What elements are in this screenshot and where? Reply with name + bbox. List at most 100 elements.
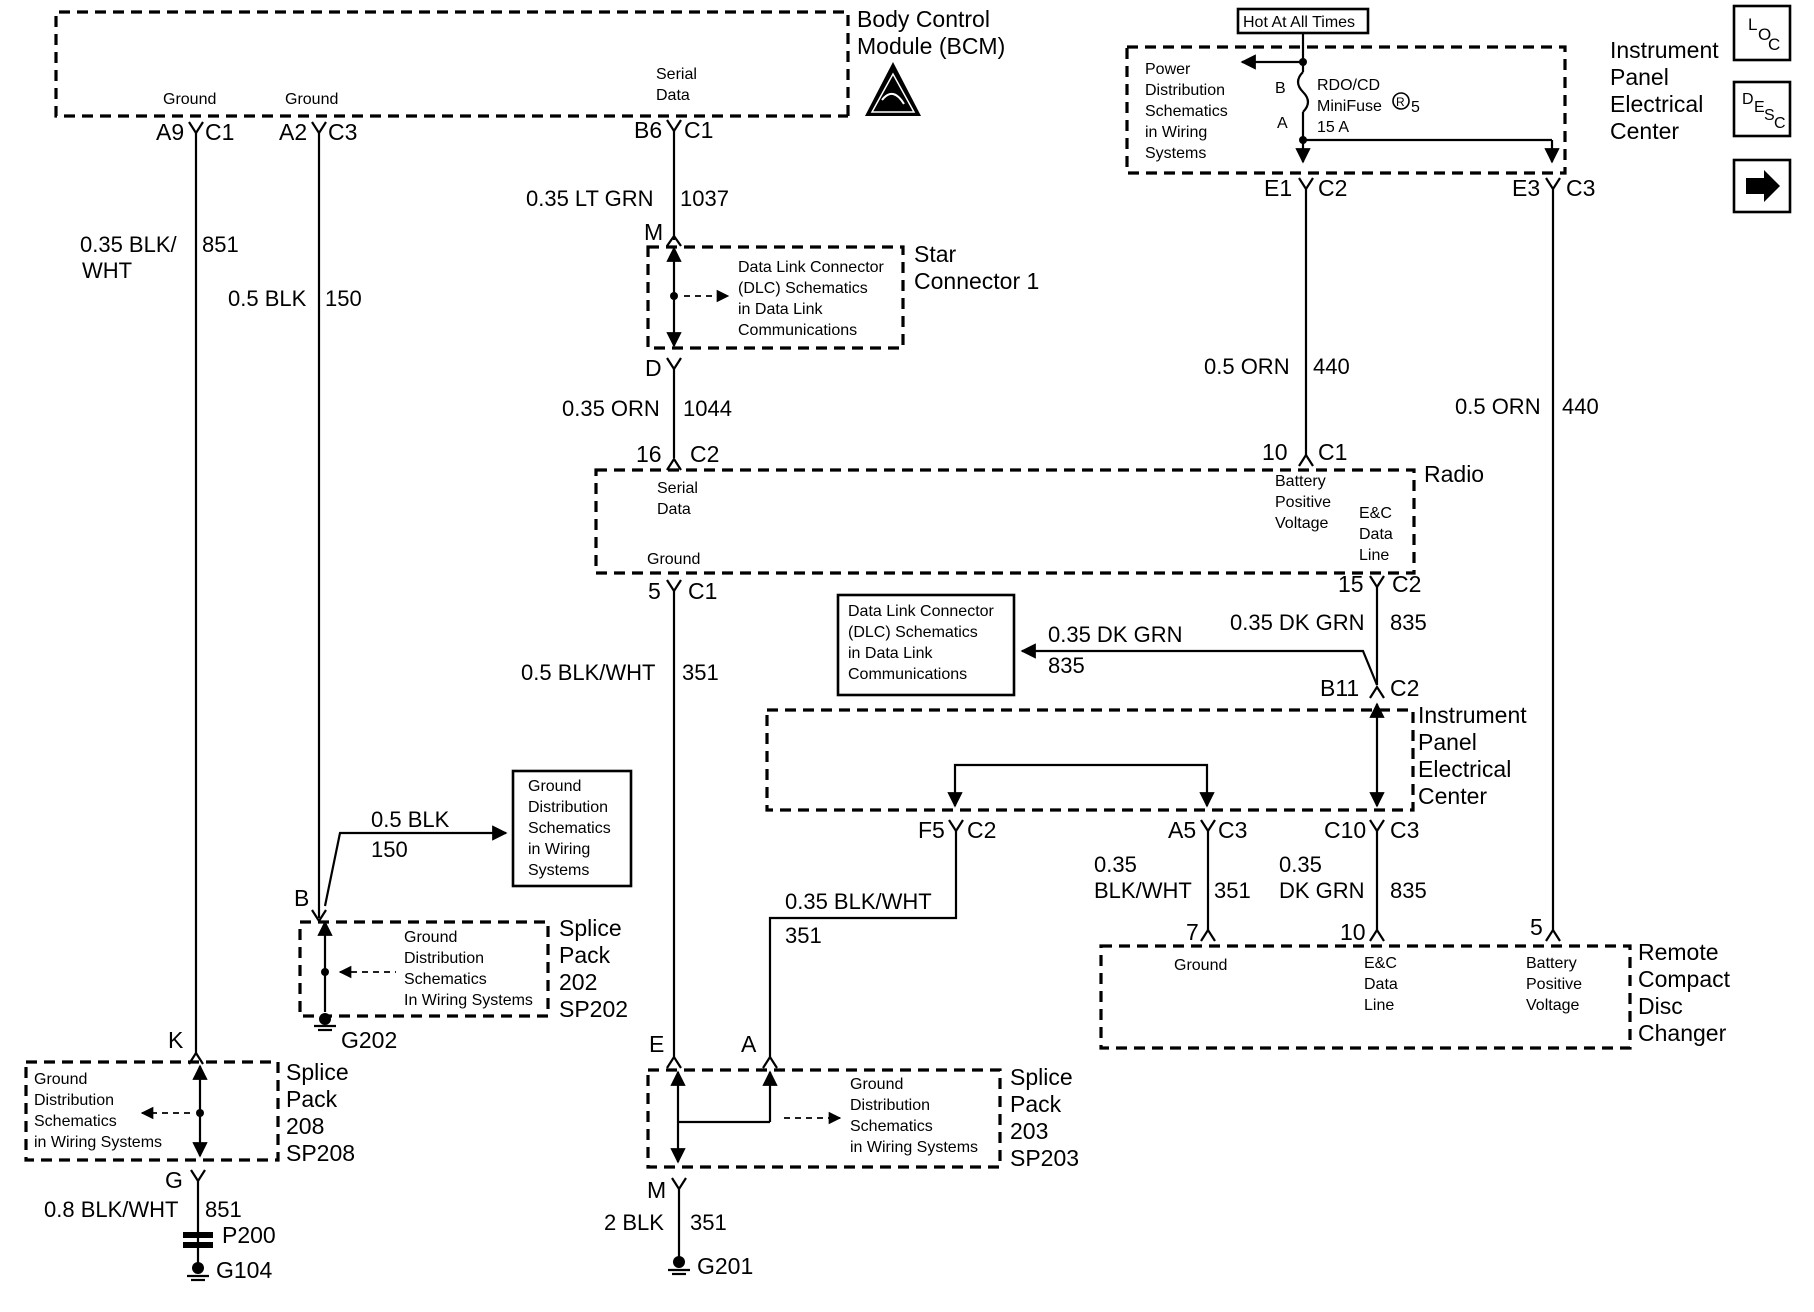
ipec-pin-b11: B11 [1320,675,1359,701]
bcm-ground-1: Ground [163,91,216,108]
fuse-name-1: RDO/CD [1317,77,1380,94]
circuit-440: 0.5 ORN 440 0.5 ORN 440 [1204,189,1599,930]
sp202-title-1: Splice [559,915,622,941]
loc-letter-l: L [1748,15,1757,34]
rcd-title-1: Remote [1638,939,1719,965]
radio-ground: Ground [647,551,700,568]
radio-serial-1: Serial [657,480,698,497]
description-button[interactable]: D E S C [1732,80,1792,138]
ipec-junction: B11 C2 Instrument Panel Electrical Cente… [765,675,1527,843]
star-ref-4: Communications [738,322,857,339]
ipec-conn-b11: C2 [1390,675,1419,701]
ipec-fuse-block: Hot At All Times Instrument Panel Electr… [1125,7,1719,201]
radio-bpv-2: Positive [1275,494,1331,511]
star-ref-2: (DLC) Schematics [738,280,868,297]
ipec-mid-title-1: Instrument [1418,702,1527,728]
wire-351a5-color-2: BLK/WHT [1094,878,1192,903]
fuse-icon [1296,71,1310,113]
sp203-pin-m: M [647,1177,666,1203]
rcd-ec-1: E&C [1364,955,1397,972]
gnd-ref-2: Distribution [528,799,608,816]
sp208-title-3: 208 [286,1113,324,1139]
radio-bpv-1: Battery [1275,473,1326,490]
ipec-mid-title-4: Center [1418,783,1487,809]
sp203-title-2: Pack [1010,1091,1062,1117]
circuit-851: 0.35 BLK/ WHT 851 [80,133,239,1055]
rcd-title-2: Compact [1638,966,1731,992]
wire-440b-circuit: 440 [1562,394,1599,419]
ipec-pin-e3: E3 [1512,175,1540,201]
wire-835-top-color: 0.35 DK GRN [1230,610,1365,635]
ipec-conn-e3: C3 [1566,175,1595,201]
sp203-ref-4: in Wiring Systems [850,1139,978,1156]
ipec-pin-f5: F5 [918,817,945,843]
sp208-title-4: SP208 [286,1140,355,1166]
dlc-reference: Data Link Connector (DLC) Schematics in … [836,593,1016,697]
radio-conn-15: C2 [1392,571,1421,597]
rcd-pin-10: 10 [1340,919,1366,945]
star-pin-d: D [645,355,662,381]
terminal-a9 [188,121,204,136]
radio-module: Radio 16 C2 Serial Data Ground 5 C1 10 C… [594,439,1484,604]
radio-ec-3: Line [1359,547,1389,564]
sp208-ref-2: Distribution [34,1092,114,1109]
fuse-pin-a: A [1277,115,1288,132]
rcd-bpv-1: Battery [1526,955,1577,972]
circuit-351: 0.5 BLK/WHT 351 [521,591,719,1058]
splice-pack-203: E A Ground Distribution Schematics in Wi… [604,1031,1079,1279]
fuse-rating: 15 A [1317,119,1349,136]
pin-a2: A2 [279,119,307,145]
desc-letter-d: D [1742,91,1754,108]
conn-b6: C1 [684,117,713,143]
bcm-module: Body Control Module (BCM) Ground Ground … [54,6,1005,145]
radio-ec-1: E&C [1359,505,1392,522]
loc-letter-c: C [1768,35,1780,54]
sp208-title-2: Pack [286,1086,338,1112]
next-page-button[interactable] [1732,158,1792,214]
ground-distribution-ref: Ground Distribution Schematics in Wiring… [511,769,633,888]
desc-letter-c: C [1774,115,1786,132]
connector-p200-icon [183,1232,213,1248]
hot-at-all-times: Hot At All Times [1243,14,1355,31]
sp203-ref-2: Distribution [850,1097,930,1114]
sp208-ref-3: Schematics [34,1113,117,1130]
gnd-ref-3: Schematics [528,820,611,837]
ipec-top-title-3: Electrical [1610,91,1703,117]
rcd-pin-5: 5 [1530,914,1543,940]
star-ref-1: Data Link Connector [738,259,885,276]
sp203-ref-3: Schematics [850,1118,933,1135]
fuse-name-2: MiniFuse [1317,98,1382,115]
bcm-title-line2: Module (BCM) [857,33,1005,59]
sp202-ground: G202 [341,1027,397,1053]
sp202-ref-2: Distribution [404,950,484,967]
sp208-p200: P200 [222,1222,276,1248]
ipec-mid-title-2: Panel [1418,729,1477,755]
location-button[interactable]: L O C [1732,4,1792,62]
arrow-right-icon [1746,170,1780,202]
sp202-ref-4: In Wiring Systems [404,992,533,1009]
wire-351a5-color-1: 0.35 [1094,852,1137,877]
radio-bpv-3: Voltage [1275,515,1328,532]
bcm-ground-2: Ground [285,91,338,108]
pds-ref-1: Power [1145,61,1191,78]
wire-1044-color: 0.35 ORN [562,396,660,421]
bcm-title-line1: Body Control [857,6,990,32]
rcd-title-3: Disc [1638,993,1683,1019]
radio-conn-16: C2 [690,441,719,467]
star-connector-1: 0.35 LT GRN 1037 M Data Link Connector (… [526,131,1039,458]
pin-b6: B6 [634,117,662,143]
ipec-conn-e1: C2 [1318,175,1347,201]
wire-835c10-color-1: 0.35 [1279,852,1322,877]
pds-ref-5: Systems [1145,145,1206,162]
circuit-835: 0.35 DK GRN 835 0.35 DK GRN 835 [1020,587,1427,686]
pds-ref-3: Schematics [1145,103,1228,120]
wire-351f5-circuit: 351 [785,923,822,948]
fuse-pin-b: B [1275,80,1286,97]
rcd-bpv-3: Voltage [1526,997,1579,1014]
splice-pack-202: B Ground Distribution Schematics In Wiri… [294,885,628,1053]
sp208-pin-k: K [168,1027,184,1053]
radio-conn-10: C1 [1318,439,1347,465]
sp202-title-2: Pack [559,942,611,968]
ipec-pin-c10: C10 [1324,817,1366,843]
gnd-ref-1: Ground [528,778,581,795]
